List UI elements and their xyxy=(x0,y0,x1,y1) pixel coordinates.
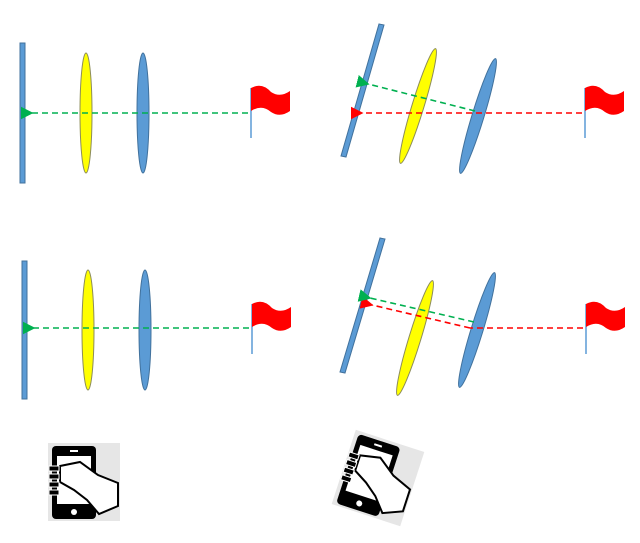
panel-bottom-left xyxy=(21,260,291,400)
blue-lens xyxy=(138,269,152,391)
panel-top-right xyxy=(340,23,624,174)
hand-holding-phone-icon xyxy=(331,429,425,527)
ray-green xyxy=(357,289,475,323)
ray-green xyxy=(355,75,476,112)
image-sensor xyxy=(19,42,26,184)
image-sensor xyxy=(21,260,28,400)
yellow-lens xyxy=(399,48,437,164)
image-sensor xyxy=(340,23,385,158)
blue-lens xyxy=(458,272,496,388)
hand-holding-phone-icon xyxy=(48,443,120,521)
blue-lens xyxy=(459,58,497,174)
ray-red-deflected xyxy=(359,296,471,329)
panel-top-left xyxy=(19,42,290,184)
yellow-lens xyxy=(81,269,95,391)
image-sensor xyxy=(339,237,386,374)
flag-icon xyxy=(251,301,291,354)
flag-icon xyxy=(250,85,290,138)
flag-icon xyxy=(585,301,625,354)
flag-icon xyxy=(584,85,624,138)
yellow-lens xyxy=(396,280,434,396)
panel-bottom-right xyxy=(339,237,625,396)
